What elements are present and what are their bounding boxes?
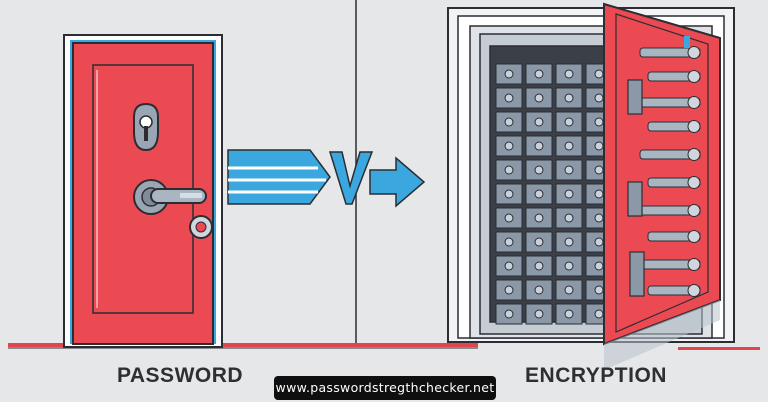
deposit-box-knob bbox=[534, 285, 544, 295]
bolt-cap bbox=[687, 204, 701, 217]
deposit-box-knob bbox=[504, 165, 514, 175]
deposit-box-knob bbox=[504, 285, 514, 295]
deposit-box-knob bbox=[564, 69, 574, 79]
deposit-box-knob bbox=[534, 309, 544, 319]
deposit-box-knob bbox=[594, 213, 604, 223]
deposit-box-knob bbox=[564, 189, 574, 199]
deposit-box-knob bbox=[564, 237, 574, 247]
deposit-box-knob bbox=[594, 261, 604, 271]
deposit-box-knob bbox=[534, 93, 544, 103]
bolt-cap bbox=[687, 148, 701, 161]
deposit-box-knob bbox=[504, 69, 514, 79]
deposit-box-knob bbox=[594, 93, 604, 103]
deposit-box-knob bbox=[504, 93, 514, 103]
deposit-box-knob bbox=[594, 165, 604, 175]
door-handle-icon bbox=[133, 179, 207, 215]
deposit-box-knob bbox=[504, 309, 514, 319]
deposit-box-knob bbox=[564, 141, 574, 151]
bolt-cap bbox=[687, 176, 701, 189]
deposit-box-knob bbox=[594, 141, 604, 151]
locking-bolts bbox=[627, 46, 701, 297]
deposit-box-knob bbox=[564, 93, 574, 103]
deposit-box-knob bbox=[564, 285, 574, 295]
deposit-box-knob bbox=[564, 213, 574, 223]
deposit-box-knob bbox=[594, 69, 604, 79]
deposit-box-knob bbox=[564, 165, 574, 175]
deposit-box-knob bbox=[534, 261, 544, 271]
lock-mechanism bbox=[627, 79, 643, 115]
password-label: PASSWORD bbox=[116, 364, 244, 387]
bolt-cap bbox=[687, 96, 701, 109]
deposit-box-knob bbox=[564, 261, 574, 271]
deposit-box-knob bbox=[534, 141, 544, 151]
deposit-box-knob bbox=[504, 237, 514, 247]
deposit-box-knob bbox=[534, 69, 544, 79]
small-lock-icon bbox=[189, 215, 213, 239]
deposit-box-knob bbox=[594, 117, 604, 127]
bolt-cap bbox=[687, 70, 701, 83]
deposit-box-knob bbox=[534, 165, 544, 175]
bolt-cap bbox=[687, 230, 701, 243]
bolt-cap bbox=[687, 258, 701, 271]
website-url: www.passwordstregthchecker.net bbox=[274, 376, 496, 400]
deposit-box-knob bbox=[594, 237, 604, 247]
bolt-cap bbox=[687, 284, 701, 297]
lock-mechanism bbox=[629, 251, 645, 297]
right-arrow-icon bbox=[227, 149, 426, 208]
deposit-box-knob bbox=[564, 309, 574, 319]
deposit-box-knob bbox=[534, 189, 544, 199]
deposit-box-knob bbox=[564, 117, 574, 127]
deposit-box-knob bbox=[504, 117, 514, 127]
deposit-box-knob bbox=[594, 285, 604, 295]
deposit-box-knob bbox=[534, 213, 544, 223]
deposit-box-knob bbox=[594, 309, 604, 319]
deposit-box-grid bbox=[495, 63, 613, 325]
deposit-box-knob bbox=[504, 213, 514, 223]
deposit-box-knob bbox=[534, 237, 544, 247]
deposit-box-knob bbox=[504, 189, 514, 199]
encryption-label: ENCRYPTION bbox=[525, 364, 667, 387]
deposit-box-knob bbox=[504, 141, 514, 151]
bolt-cap bbox=[687, 120, 701, 133]
deposit-box-knob bbox=[594, 189, 604, 199]
door-accent bbox=[684, 36, 690, 48]
open-vault-door bbox=[603, 2, 721, 370]
keyhole-icon bbox=[133, 102, 159, 152]
lock-mechanism bbox=[627, 181, 643, 217]
bolt-cap bbox=[687, 46, 701, 59]
deposit-box-knob bbox=[534, 117, 544, 127]
deposit-box-knob bbox=[504, 261, 514, 271]
